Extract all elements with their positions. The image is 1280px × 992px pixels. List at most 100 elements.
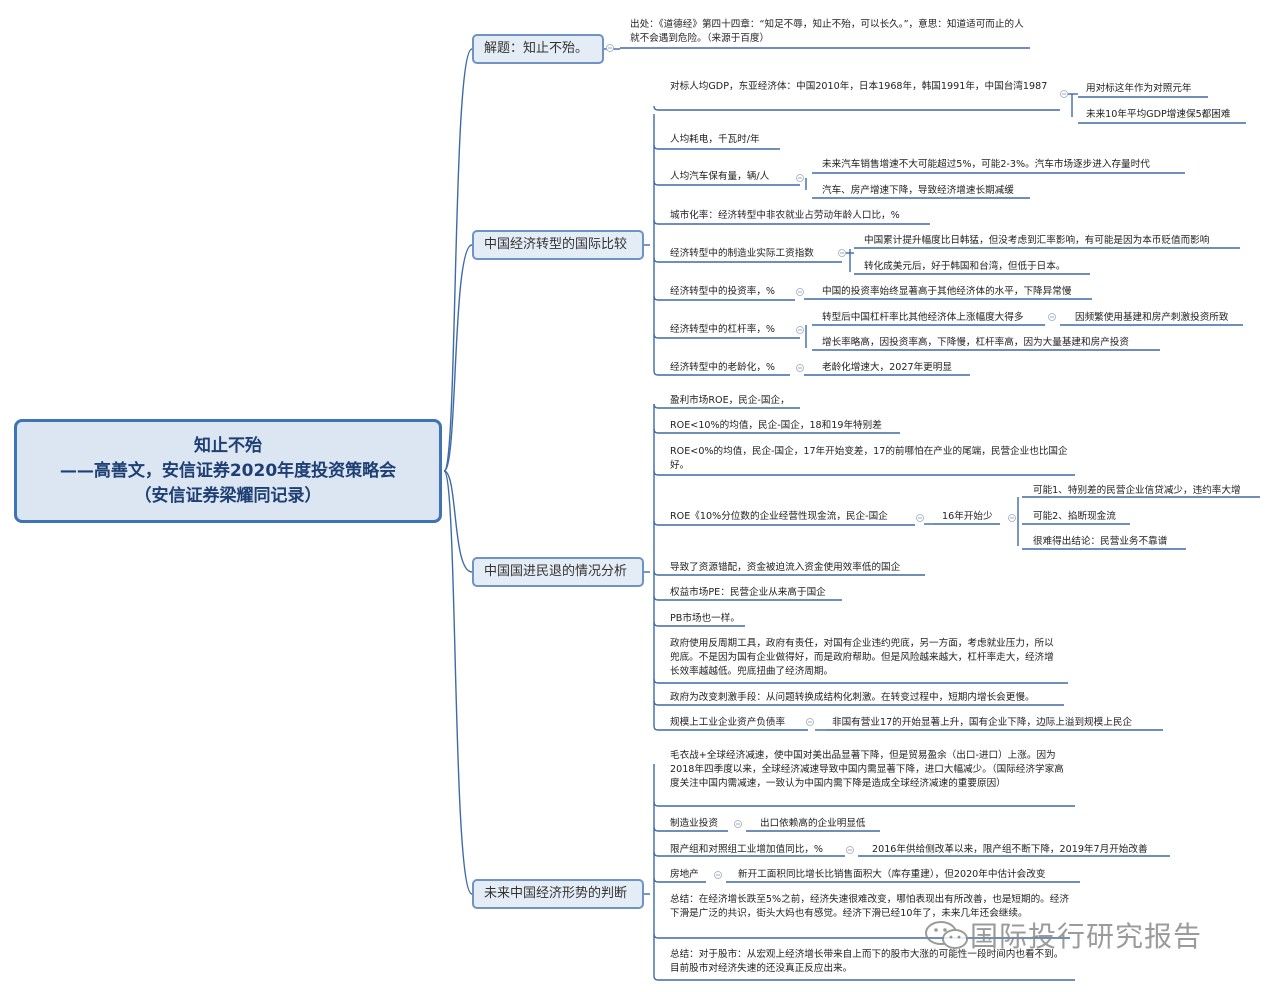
leaf-government[interactable]: 政府使用反周期工具，政府有责任，对国有企业违约兜底，另一方面，考虑就业压力，所以… <box>670 637 1062 679</box>
leaf-gdp-growth[interactable]: 未来10年平均GDP增速保5都困难 <box>1086 108 1230 122</box>
connector <box>653 826 659 832</box>
leaf-text: 对标人均GDP，东亚经济体：中国2010年，日本1968年，韩国1991年，中国… <box>670 81 1048 92</box>
branch-topic-international-comparison[interactable]: 中国经济转型的国际比较 <box>472 230 644 260</box>
leaf-roe0[interactable]: ROE<0%的均值，民企-国企，17年开始变差，17的前哪怕在产业的尾端，民营企… <box>670 445 1070 473</box>
leaf-invest-rate[interactable]: 中国的投资率始终显著高于其他经济体的水平，下降异常慢 <box>822 285 1071 299</box>
leaf-text: 转型后中国杠杆率比其他经济体上涨幅度大得多 <box>822 312 1024 323</box>
connector <box>443 470 473 573</box>
leaf-text: 出口依赖高的企业明显低 <box>760 818 866 829</box>
leaf-from-2016[interactable]: 16年开始少 <box>942 510 993 524</box>
connector <box>653 595 659 601</box>
leaf-text: 人均汽车保有量，辆/人 <box>670 171 770 182</box>
leaf-roe-cashflow[interactable]: ROE《10%分位数的企业经营性现金流，民企-国企 <box>670 510 888 524</box>
leaf-text: 未来汽车销售增速不大可能超过5%，可能2-3%。汽车市场逐步进入存量时代 <box>822 159 1150 170</box>
leaf-text: 可能2、掐断现金流 <box>1033 511 1116 522</box>
leaf-car-sales[interactable]: 未来汽车销售增速不大可能超过5%，可能2-3%。汽车市场逐步进入存量时代 <box>822 158 1150 172</box>
leaf-roe10[interactable]: ROE<10%的均值，民企-国企，18和19年特别差 <box>670 419 882 433</box>
leaf-leverage-growth[interactable]: 增长率略高，因投资率高，下降慢，杠杆率高，因为大量基建和房产投资 <box>822 336 1129 350</box>
connector <box>443 244 473 472</box>
leaf-possibility-2[interactable]: 可能2、掐断现金流 <box>1033 510 1116 524</box>
connector <box>443 470 473 895</box>
leaf-conclusion[interactable]: 很难得出结论：民营业务不靠谱 <box>1033 535 1167 549</box>
leaf-aging-speed[interactable]: 老龄化增速大，2027年更明显 <box>822 361 952 375</box>
leaf-export-dependent[interactable]: 出口依赖高的企业明显低 <box>760 817 866 831</box>
leaf-text: ROE《10%分位数的企业经营性现金流，民企-国企 <box>670 511 888 522</box>
leaf-text: 房地产 <box>670 869 699 880</box>
leaf-text: 汽车、房产增速下降，导致经济增速长期减缓 <box>822 185 1014 196</box>
root-title: 知止不殆 <box>194 435 262 456</box>
leaf-debt-detail[interactable]: 非国有营业17的开始显著上升，国有企业下降，边际上溢到规模上民企 <box>832 716 1132 730</box>
leaf-supply-reform[interactable]: 2016年供给侧改革以来，限产组不断下降，2019年7月开始改善 <box>872 843 1148 857</box>
leaf-car[interactable]: 人均汽车保有量，辆/人 <box>670 170 769 184</box>
leaf-source[interactable]: 出处：《道德经》第四十四章：“知足不辱，知止不殆，可以长久。”，意思：知道适可而… <box>630 18 1030 46</box>
branch-label: 中国经济转型的国际比较 <box>484 237 628 252</box>
connector <box>653 295 659 301</box>
connector <box>653 700 659 706</box>
leaf-debt-ratio[interactable]: 规模上工业企业资产负债率 <box>670 716 785 730</box>
leaf-real-estate[interactable]: 房地产 <box>670 868 699 882</box>
leaf-new-construction[interactable]: 新开工面积同比增长比销售面积大（库存重建），但2020年中估计会改变 <box>738 868 1045 882</box>
leaf-text: 盈利市场ROE，民企-国企， <box>670 395 790 406</box>
leaf-text: 总结：在经济增长跌至5%之前，经济失速很难改变，哪怕表现出有所改善，也是短期的。… <box>670 894 1069 919</box>
leaf-text: 增长率略高，因投资率高，下降慢，杠杆率高，因为大量基建和房产投资 <box>822 337 1129 348</box>
leaf-leverage-cause[interactable]: 因频繁使用基建和房产刺激投资所致 <box>1075 311 1229 325</box>
watermark: 国际投行研究报告 <box>924 915 1202 955</box>
leaf-power[interactable]: 人均耗电，千瓦时/年 <box>670 133 760 147</box>
watermark-text: 国际投行研究报告 <box>970 920 1203 953</box>
connector <box>653 570 659 576</box>
leaf-summary-economy[interactable]: 总结：在经济增长跌至5%之前，经济失速很难改变，哪怕表现出有所改善，也是短期的。… <box>670 893 1070 921</box>
connector <box>653 520 659 526</box>
leaf-text: 总结：对于股市：从宏观上经济增长带来自上而下的股市大涨的可能性一段时间内也看不到… <box>670 949 1064 974</box>
leaf-trade[interactable]: 毛衣战+全球经济减速，使中国对美出品显著下降，但是贸易盈余（出口-进口）上涨。因… <box>670 749 1070 791</box>
leaf-pe[interactable]: 权益市场PE：民营企业从来高于国企 <box>670 586 826 600</box>
leaf-text: 导致了资源错配，资金被迫流入资金使用效率低的国企 <box>670 562 901 573</box>
connector <box>653 621 659 627</box>
branch-topic-future-outlook[interactable]: 未来中国经济形势的判断 <box>472 879 644 909</box>
leaf-capacity-group[interactable]: 限产组和对照组工业增加值同比，% <box>670 843 823 857</box>
leaf-invest[interactable]: 经济转型中的投资率，% <box>670 285 775 299</box>
leaf-text: 人均耗电，千瓦时/年 <box>670 134 760 145</box>
branch-topic-state-advance[interactable]: 中国国进民退的情况分析 <box>472 557 644 587</box>
leaf-text: 非国有营业17的开始显著上升，国有企业下降，边际上溢到规模上民企 <box>832 717 1133 728</box>
leaf-misallocation[interactable]: 导致了资源错配，资金被迫流入资金使用效率低的国企 <box>670 561 900 575</box>
leaf-text: 用对标这年作为对照元年 <box>1086 83 1192 94</box>
connector <box>653 333 659 339</box>
leaf-text: 经济转型中的制造业实际工资指数 <box>670 248 814 259</box>
leaf-text: 新开工面积同比增长比销售面积大（库存重建），但2020年中估计会改变 <box>738 869 1046 880</box>
connector <box>653 144 659 150</box>
leaf-wage[interactable]: 经济转型中的制造业实际工资指数 <box>670 247 814 261</box>
leaf-text: 权益市场PE：民营企业从来高于国企 <box>670 587 826 598</box>
connector <box>653 105 659 111</box>
leaf-possibility-1[interactable]: 可能1、特别差的民营企业信贷减少，违约率大增 <box>1033 484 1241 498</box>
leaf-text: 政府使用反周期工具，政府有责任，对国有企业违约兜底，另一方面，考虑就业压力，所以… <box>670 638 1054 677</box>
leaf-leverage[interactable]: 经济转型中的杠杆率，% <box>670 323 775 337</box>
leaf-gdp[interactable]: 对标人均GDP，东亚经济体：中国2010年，日本1968年，韩国1991年，中国… <box>670 80 1056 94</box>
leaf-wage-usd[interactable]: 转化成美元后，好于韩国和台湾，但低于日本。 <box>864 260 1065 274</box>
wechat-icon <box>925 921 968 949</box>
connector <box>653 678 659 684</box>
connector <box>653 801 659 807</box>
leaf-car-growth[interactable]: 汽车、房产增速下降，导致经济增速长期减缓 <box>822 184 1014 198</box>
leaf-pb[interactable]: PB市场也一样。 <box>670 612 740 626</box>
leaf-roe[interactable]: 盈利市场ROE，民企-国企， <box>670 394 790 408</box>
leaf-text: 政府为改变刺激手段：从问题转换成结构化刺激。在转变过程中，短期内增长会更慢。 <box>670 692 1035 703</box>
leaf-text: 未来10年平均GDP增速保5都困难 <box>1086 109 1231 120</box>
connector <box>653 933 659 939</box>
leaf-text: ROE<10%的均值，民企-国企，18和19年特别差 <box>670 420 882 431</box>
branch-topic-title-explain[interactable]: 解题：知止不殆。 <box>472 34 604 64</box>
leaf-summary-stock[interactable]: 总结：对于股市：从宏观上经济增长带来自上而下的股市大涨的可能性一段时间内也看不到… <box>670 948 1070 976</box>
leaf-gdp-base-year[interactable]: 用对标这年作为对照元年 <box>1086 82 1192 96</box>
leaf-stimulus[interactable]: 政府为改变刺激手段：从问题转换成结构化刺激。在转变过程中，短期内增长会更慢。 <box>670 691 1035 705</box>
leaf-urban[interactable]: 城市化率：经济转型中非农就业占劳动年龄人口比，% <box>670 209 900 223</box>
leaf-text: 因频繁使用基建和房产刺激投资所致 <box>1075 312 1229 323</box>
leaf-manufacturing[interactable]: 制造业投资 <box>670 817 718 831</box>
leaf-text: 转化成美元后，好于韩国和台湾，但低于日本。 <box>864 261 1066 272</box>
leaf-aging[interactable]: 经济转型中的老龄化，% <box>670 361 775 375</box>
leaf-text: PB市场也一样。 <box>670 613 740 624</box>
connector <box>653 428 659 434</box>
leaf-text: 16年开始少 <box>942 511 993 522</box>
root-topic[interactable]: 知止不殆 ——高善文，安信证券2020年度投资策略会 （安信证券梁耀同记录） <box>14 419 442 523</box>
connector <box>653 180 659 186</box>
leaf-leverage-rise[interactable]: 转型后中国杠杆率比其他经济体上涨幅度大得多 <box>822 311 1023 325</box>
leaf-wage-china[interactable]: 中国累计提升幅度比日韩猛，但没考虑到汇率影响，有可能是因为本币贬值而影响 <box>864 234 1209 248</box>
